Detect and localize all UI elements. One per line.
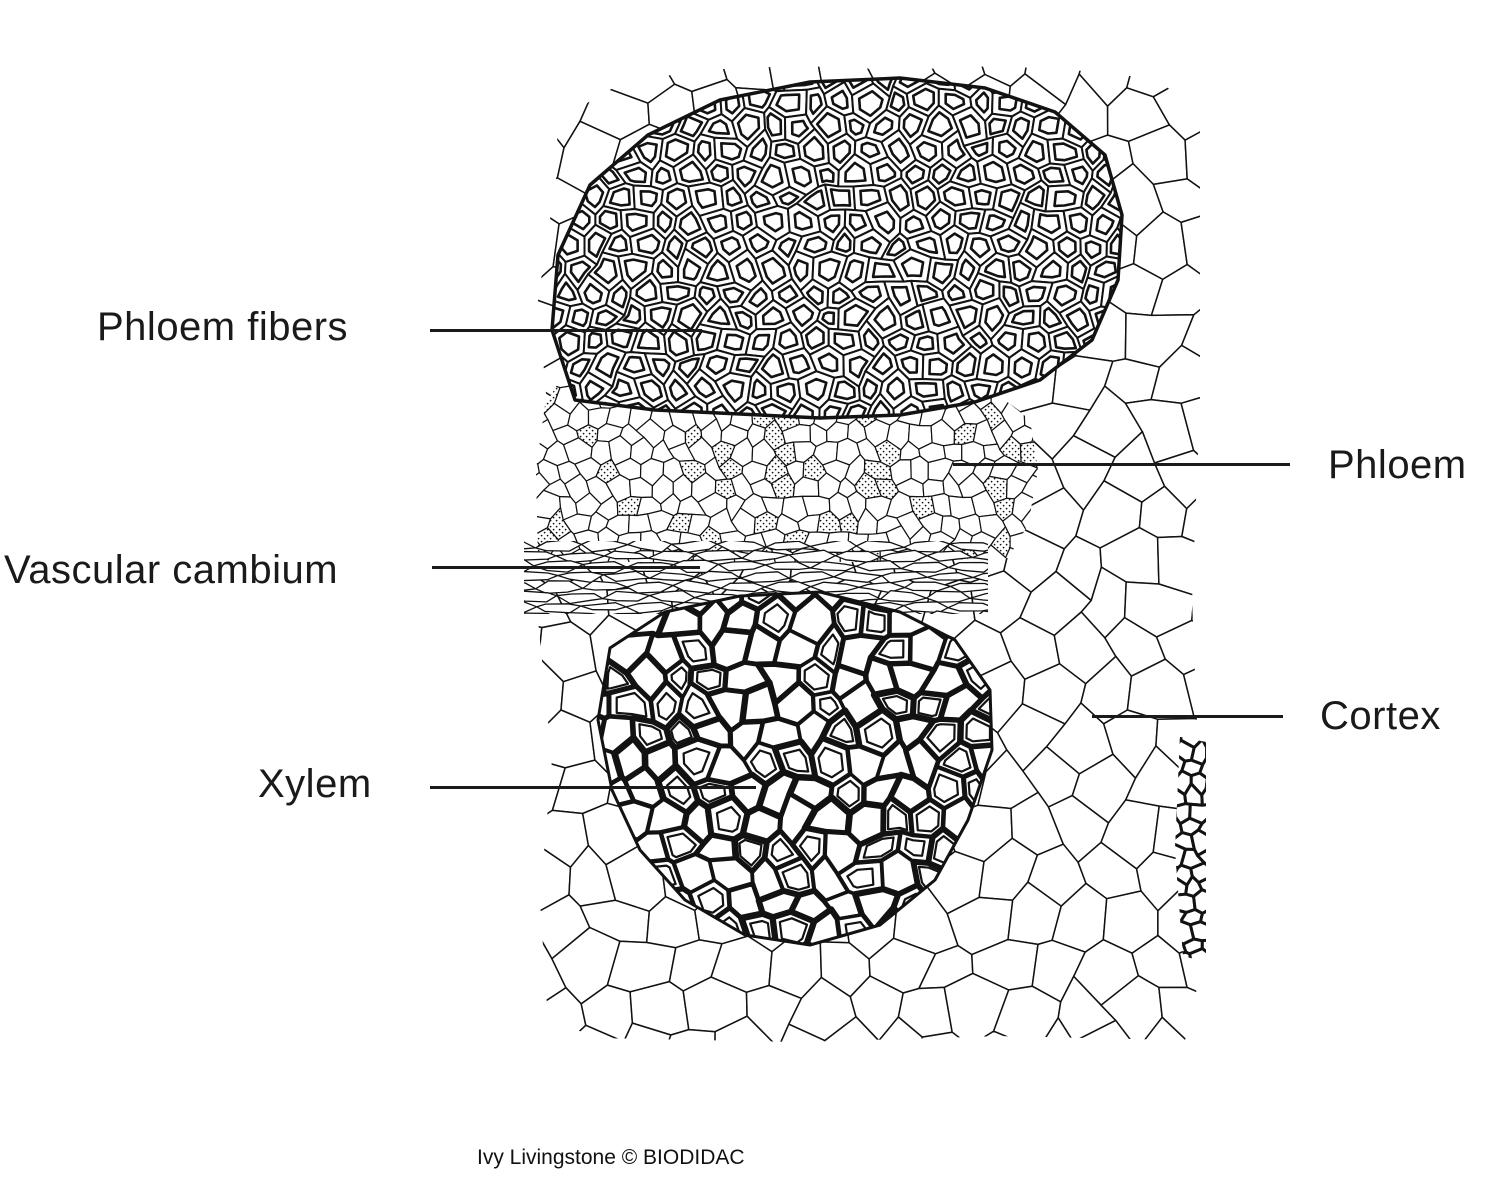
label-cortex: Cortex bbox=[1320, 694, 1441, 738]
connector-phloem-fibers bbox=[430, 329, 702, 332]
label-phloem: Phloem bbox=[1328, 443, 1467, 487]
connector-cortex bbox=[1092, 715, 1283, 718]
attribution-text: Ivy Livingstone © BIODIDAC bbox=[477, 1146, 745, 1169]
label-xylem: Xylem bbox=[258, 762, 372, 806]
connector-phloem bbox=[953, 463, 1290, 466]
label-phloem-fibers: Phloem fibers bbox=[97, 305, 349, 349]
connector-vascular-cambium bbox=[432, 566, 700, 569]
label-vascular-cambium: Vascular cambium bbox=[4, 548, 339, 592]
connector-xylem bbox=[430, 786, 756, 789]
